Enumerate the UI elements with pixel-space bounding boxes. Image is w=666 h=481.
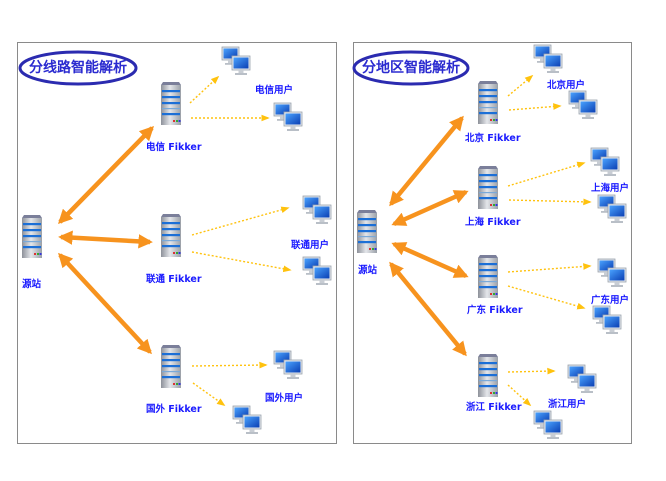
right-users-label: 浙江用户 bbox=[548, 399, 587, 410]
left-node-label: 国外 Fikker bbox=[146, 404, 202, 415]
left-users-label: 电信用户 bbox=[255, 85, 294, 96]
right-node-label: 北京 Fikker bbox=[465, 133, 521, 144]
right-node-label: 广东 Fikker bbox=[467, 305, 523, 316]
region-based-dns-panel bbox=[353, 42, 632, 444]
left-node-label: 联通 Fikker bbox=[146, 274, 202, 285]
right-node-label: 上海 Fikker bbox=[465, 217, 521, 228]
left-panel-title: 分线路智能解析 bbox=[29, 60, 127, 76]
right-users-label: 上海用户 bbox=[591, 183, 630, 194]
right-panel-title: 分地区智能解析 bbox=[362, 60, 460, 76]
right-node-label: 浙江 Fikker bbox=[466, 402, 522, 413]
right-origin-label: 源站 bbox=[358, 265, 378, 276]
left-users-label: 联通用户 bbox=[291, 240, 330, 251]
line-based-dns-panel bbox=[17, 42, 337, 444]
left-users-label: 国外用户 bbox=[265, 393, 304, 404]
right-users-label: 北京用户 bbox=[547, 80, 586, 91]
right-users-label: 广东用户 bbox=[591, 295, 630, 306]
left-node-label: 电信 Fikker bbox=[146, 142, 202, 153]
left-origin-label: 源站 bbox=[22, 279, 42, 290]
